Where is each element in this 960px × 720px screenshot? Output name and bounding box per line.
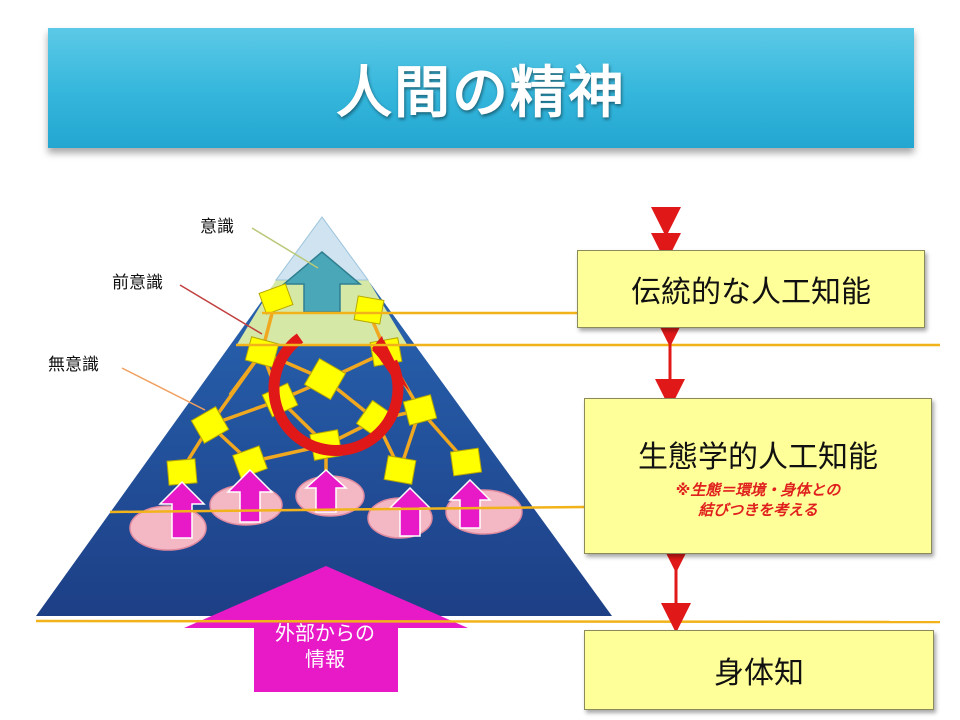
node xyxy=(258,283,294,315)
label-unconscious: 無意識 xyxy=(48,355,99,375)
range-arrows xyxy=(651,207,691,633)
ecological-ai-box: 生態学的人工知能 ※生態＝環境・身体との 結びつきを考える xyxy=(584,398,932,554)
node xyxy=(353,295,385,325)
title-bar: 人間の精神 xyxy=(48,28,914,148)
node xyxy=(303,357,347,401)
embodied-knowledge-label: 身体知 xyxy=(714,656,804,691)
node xyxy=(449,447,483,477)
ecological-ai-label: 生態学的人工知能 xyxy=(638,439,878,475)
leader-unconscious xyxy=(121,367,206,411)
leader-conscious xyxy=(251,227,319,269)
external-info-label: 外部からの 情報 xyxy=(275,621,375,671)
external-info-arrow xyxy=(184,566,468,692)
cycle-arrow xyxy=(268,333,404,457)
traditional-ai-box: 伝統的な人工知能 xyxy=(577,250,925,328)
embodied-knowledge-box: 身体知 xyxy=(584,630,934,710)
node xyxy=(402,394,438,426)
label-conscious: 意識 xyxy=(200,217,234,237)
leader-preconscious xyxy=(179,284,263,335)
up-arrow xyxy=(448,478,492,529)
node xyxy=(190,406,230,444)
page-title: 人間の精神 xyxy=(336,60,626,126)
ecological-note-line1: ※生態＝環境・身体との xyxy=(675,480,841,499)
divider-lines xyxy=(35,311,941,624)
traditional-ai-label: 伝統的な人工知能 xyxy=(631,275,871,310)
up-arrow xyxy=(226,468,274,523)
ecological-note-line2: 結びつきを考える xyxy=(698,501,818,519)
node xyxy=(383,455,417,485)
label-preconscious: 前意識 xyxy=(112,273,163,293)
up-arrow xyxy=(304,468,348,513)
input-arrows xyxy=(158,468,492,539)
